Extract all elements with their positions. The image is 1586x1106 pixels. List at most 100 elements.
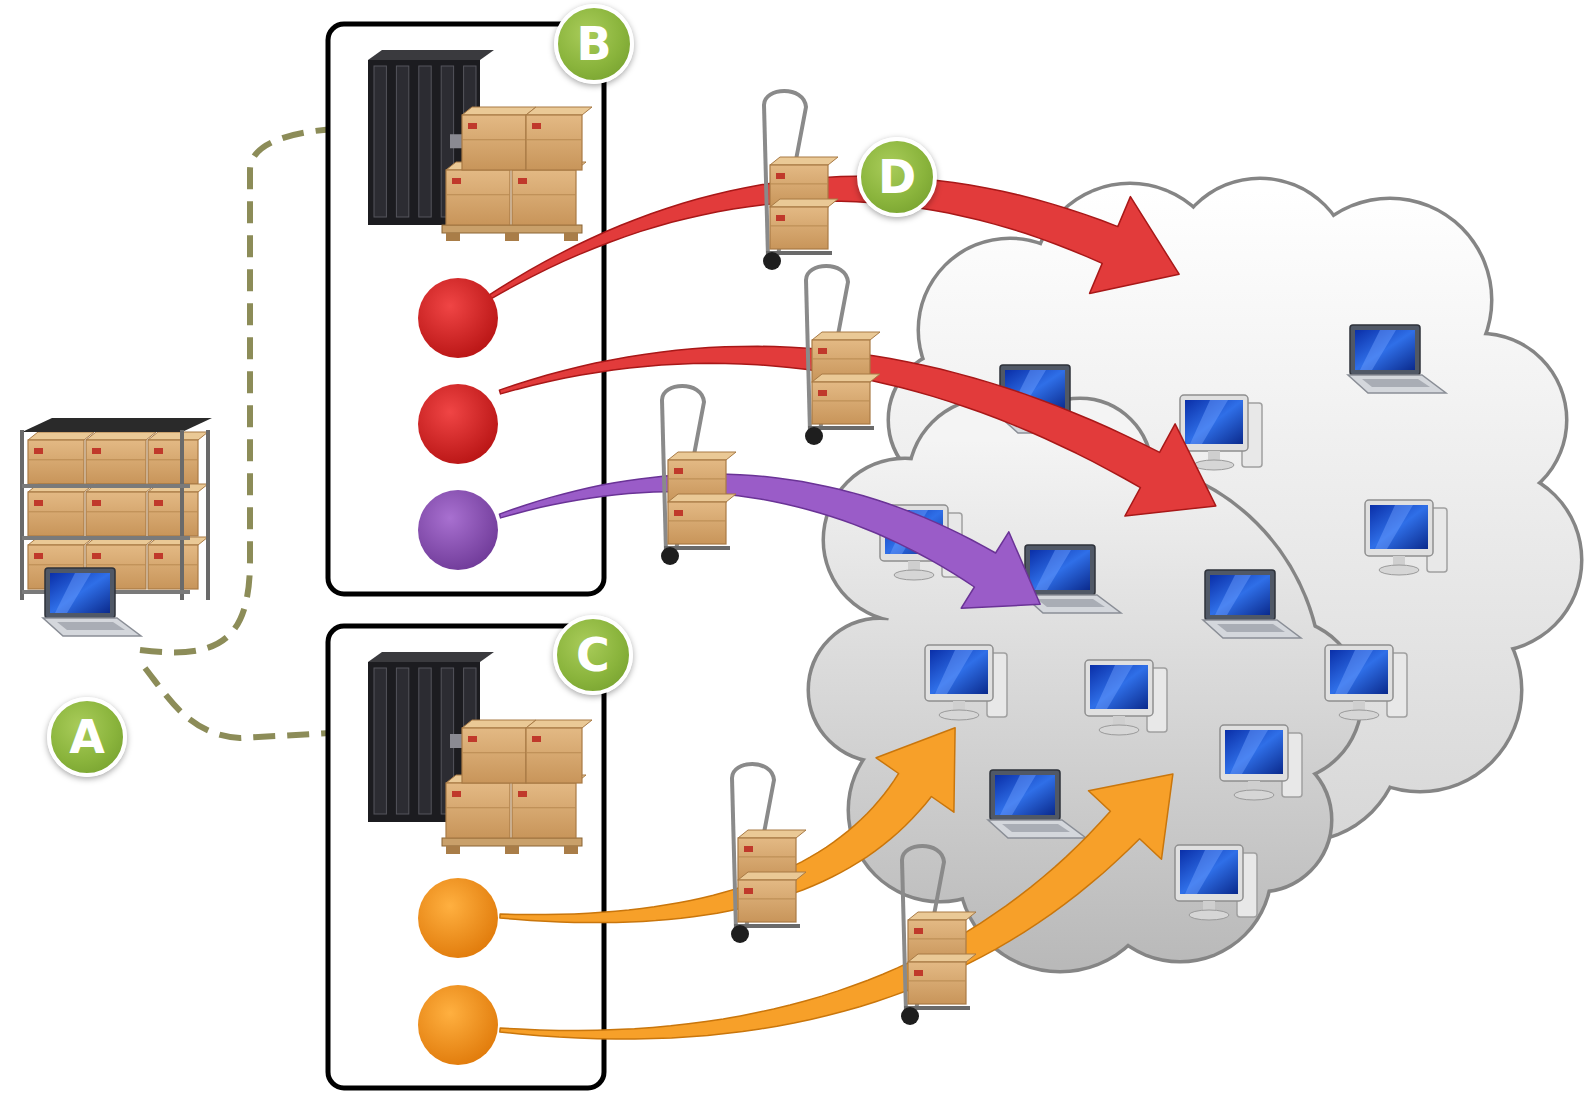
box-tape (446, 807, 510, 808)
cardboard-box (812, 332, 880, 382)
box-front (28, 440, 84, 484)
cardboard-box (28, 484, 94, 536)
box-top (526, 720, 592, 728)
laptop-computer (1348, 325, 1446, 393)
cardboard-box (512, 775, 586, 838)
truck-wheel (661, 547, 679, 565)
box-top (526, 107, 592, 115)
rack-door (374, 668, 386, 814)
box-tape (446, 194, 510, 195)
monitor-frame (1325, 645, 1393, 701)
box-top (738, 830, 806, 838)
cardboard-box (908, 912, 976, 962)
laptop-computer (988, 770, 1086, 838)
cardboard-box (738, 872, 806, 922)
monitor-screen (1180, 850, 1238, 894)
truck-wheel (731, 925, 749, 943)
laptop-screen (50, 573, 110, 613)
laptop-keyboard (1037, 599, 1105, 607)
box-sticker (776, 215, 785, 221)
screen-glare (1035, 550, 1071, 590)
box-top (908, 912, 976, 920)
box-tape (908, 980, 966, 981)
desktop-computer (1325, 645, 1407, 720)
dashed-link (145, 668, 350, 738)
box-sticker (914, 928, 923, 934)
hand-truck (763, 91, 838, 270)
flow-arrow (499, 474, 1040, 608)
box-front (446, 170, 510, 225)
callout-badge: C (553, 615, 633, 695)
screen-glare (1190, 400, 1228, 444)
box-front (462, 115, 526, 170)
box-tape (86, 459, 146, 460)
box-front (526, 115, 582, 170)
pallet-top (442, 838, 582, 846)
box-tape (86, 511, 146, 512)
monitor-base (1194, 460, 1234, 470)
hand-truck (901, 846, 976, 1025)
laptop-screen (1210, 575, 1270, 615)
pallet (442, 225, 582, 241)
pallet-leg (564, 846, 578, 854)
box-front (908, 962, 966, 1004)
laptop-screen (1355, 330, 1415, 370)
monitor-frame (1180, 395, 1248, 451)
monitor-frame (925, 645, 993, 701)
laptop-keyboard (1217, 624, 1285, 632)
monitor-base (1099, 725, 1139, 735)
cardboard-box (148, 537, 208, 589)
cardboard-box (526, 107, 592, 170)
box-tape (28, 511, 84, 512)
callout-letter: B (576, 21, 611, 67)
box-sticker (532, 123, 541, 129)
box-front (86, 492, 146, 536)
box-sticker (92, 500, 101, 506)
box-top (28, 432, 94, 440)
box-front (446, 783, 510, 838)
box-tape (812, 358, 870, 359)
cardboard-box (526, 720, 592, 783)
screen-glare (1230, 730, 1268, 774)
box-tape (668, 520, 726, 521)
box-top (908, 954, 976, 962)
cardboard-box (462, 720, 536, 783)
box-top (148, 432, 208, 440)
container-frame (328, 24, 604, 594)
box-sticker (34, 448, 43, 454)
box-top (770, 157, 838, 165)
monitor-frame (1085, 660, 1153, 716)
source-circle (418, 384, 498, 464)
laptop-computer (1203, 570, 1301, 638)
cardboard-box (446, 775, 520, 838)
box-sticker (92, 448, 101, 454)
box-top (668, 494, 736, 502)
screen-glare (1360, 330, 1396, 370)
callout-badge: D (857, 137, 937, 217)
monitor-screen (1225, 730, 1283, 774)
screen-glare (1000, 775, 1036, 815)
cardboard-box (86, 432, 156, 484)
rack-door (396, 66, 408, 217)
laptop-base (43, 618, 141, 636)
hand-truck (661, 386, 736, 565)
truck-frame (902, 860, 906, 1012)
box-tape (462, 752, 526, 753)
laptop-lid (45, 568, 115, 618)
truck-frame (806, 280, 810, 432)
cardboard-box (668, 494, 736, 544)
box-front (86, 440, 146, 484)
screen-glare (1185, 850, 1223, 894)
callout-badge: A (47, 697, 127, 777)
truck-wheel (763, 252, 781, 270)
cardboard-box (770, 199, 838, 249)
cardboard-box (148, 432, 208, 484)
cardboard-box (86, 484, 156, 536)
monitor-screen (1185, 400, 1243, 444)
box-tape (28, 564, 84, 565)
monitor-base (1379, 565, 1419, 575)
pallet-leg (446, 846, 460, 854)
box-tape (462, 139, 526, 140)
laptop-computer (43, 568, 141, 636)
box-front (770, 207, 828, 249)
